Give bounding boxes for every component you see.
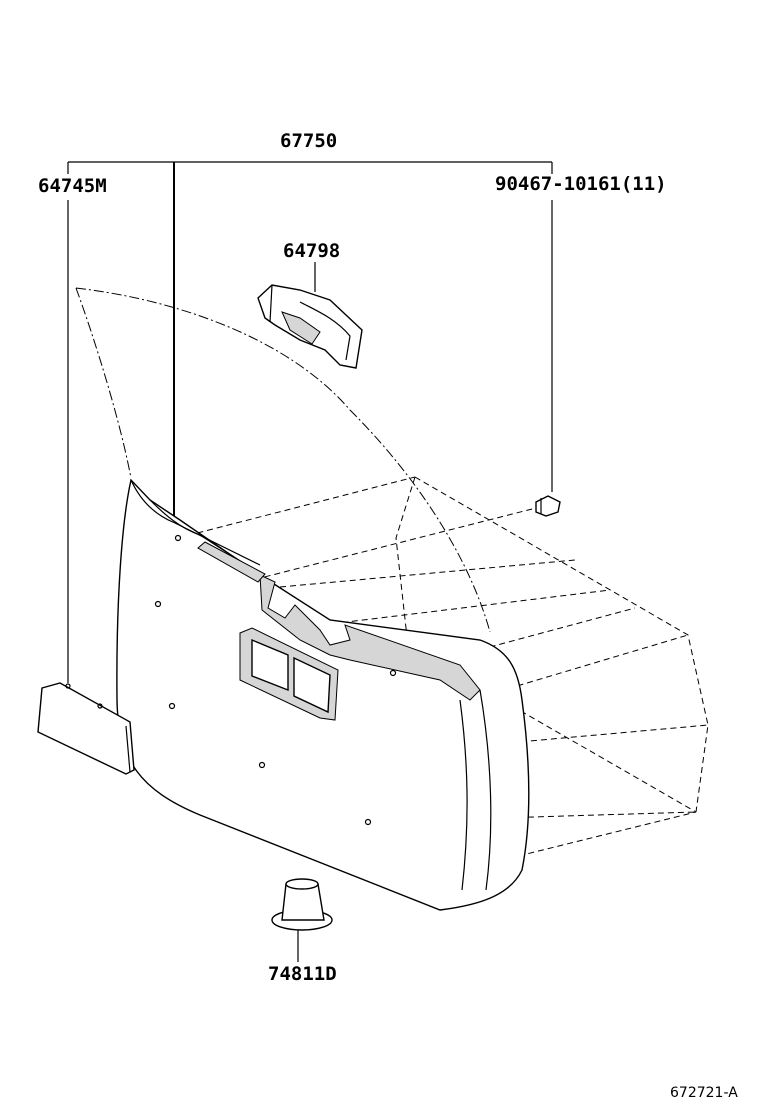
figure-id: 672721-A xyxy=(670,1085,738,1101)
leader-lines xyxy=(67,161,553,962)
pocket-cover-64798 xyxy=(257,284,363,369)
label-64745m: 64745M xyxy=(38,175,107,197)
clip-90467-10161 xyxy=(535,495,561,517)
label-90467-10161: 90467-10161(11) xyxy=(495,173,667,195)
door-trim-panel xyxy=(116,478,530,911)
label-67750: 67750 xyxy=(280,130,337,152)
cover-64745m xyxy=(37,682,135,775)
label-74811d: 74811D xyxy=(268,963,337,985)
tailgate-outline xyxy=(75,287,491,633)
lamp-74811d xyxy=(271,878,333,931)
label-64798: 64798 xyxy=(283,240,340,262)
